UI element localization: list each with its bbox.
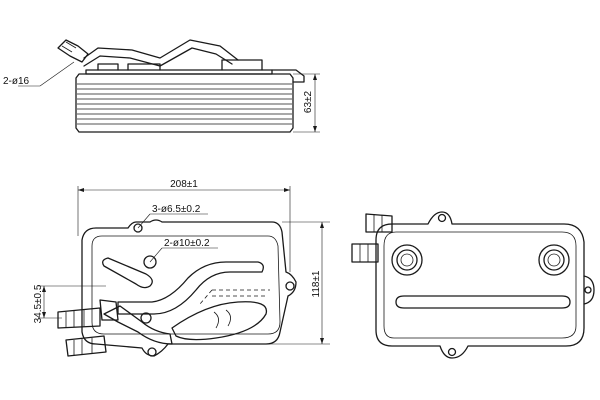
iso-fitting-lower	[351, 243, 379, 263]
inlet-fitting-lower	[65, 335, 107, 357]
port-spacing-label: 34.5±0.5	[33, 284, 44, 323]
plan-view: 208±1 3-ø6.5±0.2 2-ø10±0.2	[33, 179, 330, 357]
pipe-holes-label: 2-ø10±0.2	[164, 238, 210, 249]
port-diameter-label: 2-ø16	[3, 76, 30, 87]
height-label: 63±2	[303, 90, 314, 113]
inlet-fitting-upper	[57, 307, 101, 329]
length-label: 118±1	[311, 270, 322, 297]
isometric-view	[351, 211, 595, 359]
iso-fitting-upper	[365, 213, 393, 233]
side-view: 2-ø16 63±2	[3, 39, 320, 133]
width-label: 208±1	[170, 179, 198, 190]
bolt-holes-label: 3-ø6.5±0.2	[152, 204, 201, 215]
cooler-fins	[77, 83, 292, 125]
